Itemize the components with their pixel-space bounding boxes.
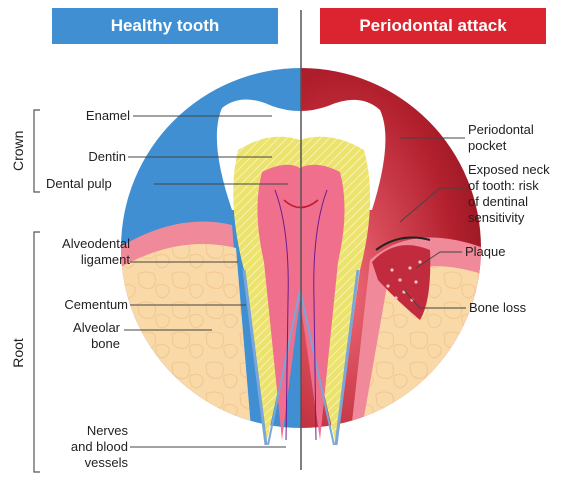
dentin-label: Dentin — [56, 149, 126, 165]
bone-loss-label: Bone loss — [469, 300, 526, 316]
periodontal-pocket-label: Periodontal pocket — [468, 122, 534, 154]
nerves-blood-vessels-label: Nerves and blood vessels — [34, 423, 128, 471]
section-brackets — [34, 110, 40, 472]
plaque-label: Plaque — [465, 244, 505, 260]
crown-section-label: Crown — [10, 131, 26, 171]
root-section-label: Root — [10, 333, 26, 373]
exposed-neck-label: Exposed neck of tooth: risk of dentinal … — [468, 162, 550, 226]
cementum-label: Cementum — [34, 297, 128, 313]
dental-pulp-label: Dental pulp — [46, 176, 112, 192]
enamel-label: Enamel — [60, 108, 130, 124]
alveolar-bone-label: Alveolar bone — [34, 320, 120, 352]
alveodental-ligament-label: Alveodental ligament — [34, 236, 130, 268]
